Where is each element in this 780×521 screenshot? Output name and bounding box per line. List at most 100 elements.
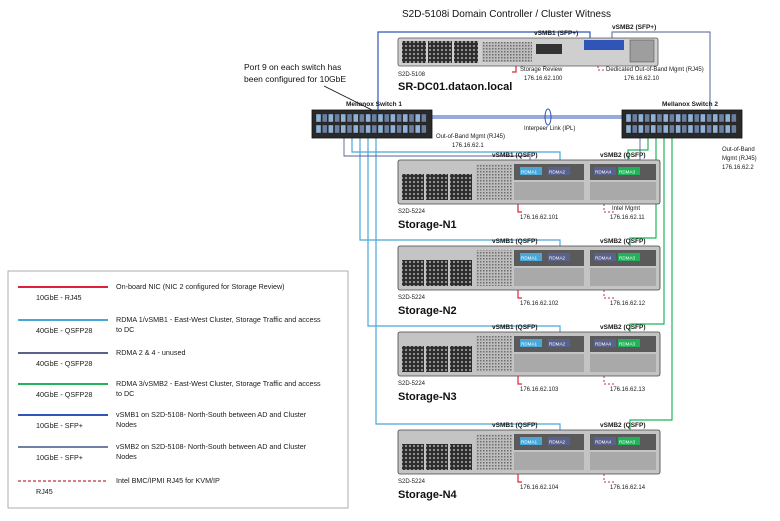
switch-port [725, 113, 731, 123]
dc-vsmb2-label: vSMB2 (SFP+) [612, 24, 656, 31]
rdma-port [618, 253, 640, 261]
switch-port [700, 113, 706, 123]
switch-port [669, 124, 675, 134]
legend-desc: Nodes [116, 420, 137, 429]
node-vsmb1: vSMB1 (QSFP) [492, 152, 538, 159]
rdma-port-label: RDMA4 [595, 256, 612, 261]
legend-desc: Nodes [116, 452, 137, 461]
switch-port [377, 113, 384, 123]
mellanox-switch-1: Mellanox Switch 1 Out-of-Band Mgmt (RJ45… [311, 101, 505, 149]
legend-desc: Intel BMC/IPMI RJ45 for KVM/IP [116, 476, 220, 485]
switch-port [625, 124, 632, 134]
callout-line-2: been configured for 10GbE [244, 74, 346, 84]
switch-port [638, 113, 644, 123]
switch-port [322, 124, 328, 134]
legend-desc: to DC [116, 389, 134, 398]
node-ip1: 176.16.62.104 [520, 485, 559, 491]
legend-label: 40GbE - QSFP28 [36, 390, 92, 399]
dc-vsmb1-label: vSMB1 (SFP+) [534, 30, 578, 37]
rdma-port-label: RDMA1 [521, 170, 538, 175]
switch1-name: Mellanox Switch 1 [346, 101, 402, 108]
node-vsmb2: vSMB2 (QSFP) [600, 422, 646, 429]
legend-label: 40GbE - QSFP28 [36, 326, 92, 335]
switch-port [663, 124, 669, 134]
switch-port [359, 124, 365, 134]
switch-port [396, 124, 402, 134]
switch-port [371, 124, 377, 134]
rdma-port [520, 253, 542, 261]
switch-port [694, 124, 700, 134]
node-vsmb1: vSMB1 (QSFP) [492, 238, 538, 245]
switch-port [669, 113, 675, 123]
node-ip2: 176.16.62.14 [610, 485, 646, 491]
switch-port [681, 124, 687, 134]
node-name: Storage-N4 [398, 489, 458, 501]
switch2-oob-line-2: Mgmt (RJ45) [722, 156, 757, 162]
switch-port [718, 124, 725, 134]
node-ip1: 176.16.62.102 [520, 301, 559, 307]
dc-storage-review-ip: 176.16.62.100 [524, 76, 563, 82]
rdma-port [618, 437, 640, 445]
switch-port [384, 124, 390, 134]
switch1-oob-ip: 176.16.62.1 [452, 143, 484, 149]
rdma-port-label: RDMA1 [521, 342, 538, 347]
switch-port [377, 124, 384, 134]
ipl-bundle-ring [544, 108, 552, 126]
callout-arrow [323, 85, 377, 113]
legend-item: 10GbE - SFP+ vSMB1 on S2D-5108- North-Sou… [18, 410, 307, 430]
mellanox-switch-2: Mellanox Switch 2 Out-of-Band Mgmt (RJ45… [621, 101, 757, 171]
node-name: Storage-N2 [398, 305, 457, 317]
switch-port [402, 124, 408, 134]
dc-hostname: SR-DC01.dataon.local [398, 81, 512, 93]
node-vsmb2: vSMB2 (QSFP) [600, 152, 646, 159]
switch-port [700, 124, 706, 134]
dc-oob-ip: 176.16.62.10 [624, 76, 660, 82]
rdma-port [548, 167, 570, 175]
legend-desc: to DC [116, 325, 134, 334]
switch-port [650, 113, 656, 123]
node-ip2: 176.16.62.13 [610, 387, 646, 393]
legend-label: 10GbE - SFP+ [36, 421, 83, 430]
rdma-port-label: RDMA3 [619, 256, 636, 261]
legend-label: 10GbE - SFP+ [36, 453, 83, 462]
rdma-port-label: RDMA3 [619, 440, 636, 445]
rdma-port [548, 253, 570, 261]
legend-desc: vSMB1 on S2D-5108- North-South between A… [116, 410, 307, 419]
switch-port [644, 124, 650, 134]
switch-port [712, 124, 718, 134]
switch-port [421, 124, 427, 134]
switch-port [656, 113, 663, 123]
diagram-title: S2D-5108i Domain Controller / Cluster Wi… [402, 9, 611, 20]
rdma-port-label: RDMA3 [619, 170, 636, 175]
switch-port [315, 113, 322, 123]
callout-line-1: Port 9 on each switch has [244, 62, 341, 72]
interpeer-label: Interpeer Link (IPL) [524, 126, 575, 132]
node-model: S2D-5224 [398, 479, 426, 485]
switch-port [322, 113, 328, 123]
switch-port [371, 113, 377, 123]
switch-port [415, 124, 421, 134]
switch-port [402, 113, 408, 123]
switch-port [632, 113, 638, 123]
node-model: S2D-5224 [398, 295, 426, 301]
switch-port [718, 113, 725, 123]
legend-desc: vSMB2 on S2D-5108- North-South between A… [116, 442, 307, 451]
rdma-port [594, 167, 616, 175]
switch-port [675, 124, 681, 134]
switch-port [408, 124, 415, 134]
switch-port [650, 124, 656, 134]
switch-port [656, 124, 663, 134]
rdma-port-label: RDMA2 [549, 440, 566, 445]
switch-port [687, 124, 694, 134]
rdma-port [548, 339, 570, 347]
switch-port [706, 124, 712, 134]
switch-port [687, 113, 694, 123]
legend-item: 10GbE - SFP+ vSMB2 on S2D-5108- North-Sou… [18, 442, 307, 462]
switch-port [328, 124, 334, 134]
node-vsmb2: vSMB2 (QSFP) [600, 324, 646, 331]
rdma-port-label: RDMA3 [619, 342, 636, 347]
node-vsmb2: vSMB2 (QSFP) [600, 238, 646, 245]
